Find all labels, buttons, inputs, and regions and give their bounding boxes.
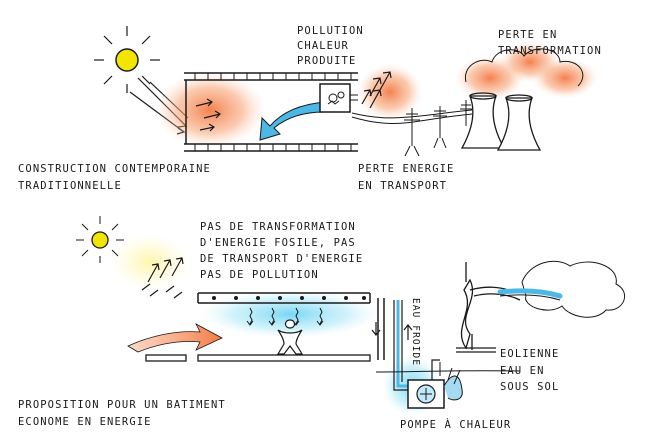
heating-flow-arrow — [259, 101, 327, 141]
wind-cloud — [497, 260, 626, 318]
building-wall — [377, 298, 385, 360]
text-layer: POLLUTION CHALEUR PRODUITE PERTE EN TRAN… — [18, 25, 602, 431]
pollution-label-line-2: CHALEUR — [297, 40, 349, 52]
loss-transformation-label-line-1: PERTE EN — [498, 29, 557, 41]
heat-pump-label: POMPE À CHALEUR — [400, 418, 511, 431]
heat-pump-pipe — [431, 359, 440, 380]
no-transformation-label-line-1: PAS DE TRANSFORMATION — [200, 221, 356, 233]
proposal-label-line-2: ECONOME EN ENERGIE — [18, 416, 152, 428]
proposal-label-line-1: PROPOSITION POUR UN BATIMENT — [18, 399, 226, 411]
wind-turbine — [456, 262, 521, 353]
exhaust-arrows — [361, 71, 392, 109]
groundwater-label-line-1: EAU EN — [500, 365, 545, 377]
sun-icon — [94, 26, 160, 93]
heat-arrows — [195, 98, 221, 132]
loss-transport-label-line-2: EN TRANSPORT — [358, 180, 447, 192]
heat-input-arrow — [127, 323, 223, 353]
ground-line — [375, 370, 521, 373]
loss-transport-label-line-1: PERTE ENERGIE — [358, 163, 454, 175]
sun-icon-bottom — [76, 216, 124, 263]
no-transformation-label-line-4: PAS DE POLLUTION — [200, 269, 319, 281]
down-arrow — [371, 322, 381, 336]
construction-label-line-2: TRADITIONNELLE — [18, 180, 122, 192]
loss-transformation-label-line-2: TRANSFORMATION — [498, 45, 602, 57]
cool-zone — [200, 290, 380, 338]
person-figure — [276, 319, 304, 355]
floor-slab — [145, 354, 371, 362]
efficient-roof — [197, 292, 371, 304]
no-transformation-label-line-2: D'ENERGIE FOSILE, PAS — [200, 237, 356, 249]
boiler-unit — [319, 83, 358, 113]
heat-emission-zone — [358, 64, 422, 120]
power-line — [351, 100, 473, 157]
pollution-label-line-1: POLLUTION — [297, 25, 364, 37]
traditional-building — [184, 72, 358, 152]
groundwater-label-line-2: SOUS SOL — [500, 381, 559, 393]
cooling-arrows — [246, 307, 324, 326]
cold-water-label: EAU FROIDE — [410, 298, 421, 366]
no-transformation-label-line-3: DE TRANSPORT D'ENERGIE — [200, 253, 363, 265]
smoke-cloud — [456, 42, 597, 100]
heat-pump — [407, 362, 463, 409]
heat-zone — [155, 72, 265, 148]
construction-label-line-1: CONSTRUCTION CONTEMPORAINE — [18, 163, 211, 175]
sun-glow — [110, 234, 190, 290]
pollution-label-line-3: PRODUITE — [297, 55, 356, 67]
roof-studs — [212, 296, 366, 300]
up-arrow — [403, 324, 413, 340]
cooling-towers — [460, 92, 542, 151]
solar-collectors — [141, 257, 184, 299]
cold-water-pipe — [393, 300, 408, 391]
wind-turbine-label: EOLIENNE — [500, 348, 559, 360]
